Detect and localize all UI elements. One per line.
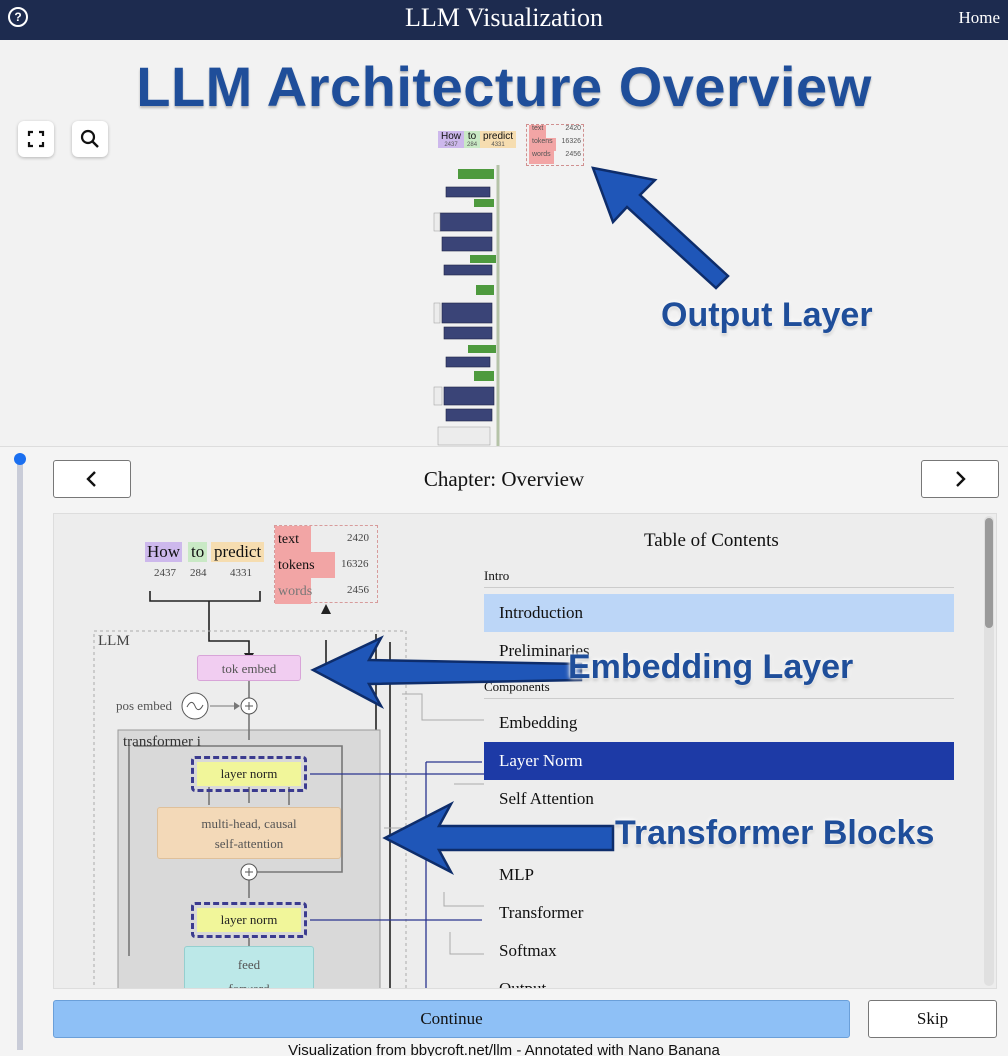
toc-divider	[484, 587, 954, 588]
prob-bar	[275, 526, 311, 552]
output-word: words	[278, 584, 313, 599]
output-prob: 16326	[341, 558, 369, 570]
home-link[interactable]: Home	[958, 8, 1000, 27]
toc-divider	[484, 698, 954, 699]
pos-embed-label: pos embed	[116, 698, 172, 713]
toc-item-softmax[interactable]: Softmax	[499, 941, 557, 960]
output-prob: 2420	[347, 532, 369, 544]
token-id: 2437	[154, 567, 176, 579]
token-word: How	[145, 542, 183, 562]
output-word: text	[278, 532, 299, 547]
prob-bar	[275, 578, 311, 604]
chapter-progress-rail[interactable]	[17, 460, 23, 1050]
chevron-right-icon	[956, 471, 966, 487]
toc-scrollbar[interactable]	[984, 516, 994, 986]
annotation-transformer-blocks: Transformer Blocks	[615, 814, 935, 852]
chapter-progress-indicator[interactable]	[14, 453, 26, 465]
transformer-label: transformer i	[123, 734, 201, 750]
prev-chapter-button[interactable]	[53, 460, 131, 498]
search-icon	[80, 129, 99, 148]
toc-title: Table of Contents	[644, 530, 779, 551]
output-word: tokens	[278, 558, 315, 573]
chapter-panel: Chapter: Overview	[0, 446, 1008, 1056]
next-chapter-button[interactable]	[921, 460, 999, 498]
layer-norm-label: layer norm	[197, 908, 301, 932]
app-header: ? LLM Visualization Home	[0, 0, 1008, 40]
attention-label-line1: multi-head, causal	[201, 816, 297, 831]
llm-label: LLM	[98, 633, 130, 649]
skip-button[interactable]: Skip	[868, 1000, 997, 1038]
search-button[interactable]	[72, 121, 108, 157]
prob-bar	[275, 552, 335, 578]
annotation-embedding-layer: Embedding Layer	[568, 648, 854, 686]
toc-item-introduction[interactable]: Introduction	[484, 594, 954, 632]
toc-item-preliminaries[interactable]: Preliminaries	[499, 641, 590, 660]
attention-label-line2: self-attention	[214, 836, 284, 851]
annotation-output-layer: Output Layer	[661, 296, 873, 334]
page-title: LLM Architecture Overview	[136, 55, 872, 118]
output-probabilities: text tokens words 2420 16326 2456	[274, 525, 378, 604]
embedding-arrow-icon	[310, 635, 583, 710]
toc-item-layer-norm[interactable]: Layer Norm	[484, 742, 954, 780]
feed-forward-block[interactable]: feed forward	[184, 946, 314, 989]
chevron-left-icon	[86, 471, 96, 487]
tok-embed-block[interactable]: tok embed	[197, 655, 301, 681]
continue-button[interactable]: Continue	[53, 1000, 850, 1038]
attention-block[interactable]: multi-head, causal self-attention	[157, 807, 341, 859]
app-title: LLM Visualization	[405, 3, 603, 32]
layer-norm-label: layer norm	[197, 762, 301, 786]
toc-item-self-attention[interactable]: Self Attention	[499, 789, 594, 808]
toc-item-output[interactable]: Output	[499, 979, 547, 989]
layer-norm-block[interactable]: layer norm	[191, 902, 307, 938]
feed-label-line1: feed	[237, 957, 261, 972]
toc-item-embedding[interactable]: Embedding	[499, 713, 578, 732]
token-word: to	[188, 542, 208, 562]
scrollbar-thumb[interactable]	[985, 518, 993, 628]
output-prob: 2456	[347, 584, 369, 596]
layer-norm-block[interactable]: layer norm	[191, 756, 307, 792]
toc-item-mlp[interactable]: MLP	[499, 865, 534, 884]
help-icon[interactable]: ?	[8, 7, 28, 27]
architecture-diagram-lines	[93, 591, 486, 988]
toc-section-intro: Intro	[484, 568, 510, 583]
model-3d-render	[433, 165, 500, 450]
fullscreen-button[interactable]	[18, 121, 54, 157]
token-id: 284	[190, 567, 207, 579]
chapter-title: Chapter: Overview	[423, 467, 585, 491]
feed-label-line2: forward	[228, 981, 270, 989]
toc-item-transformer[interactable]: Transformer	[499, 903, 584, 922]
fullscreen-icon	[27, 130, 45, 148]
content-panel[interactable]: How to predict 2437 284 4331 text tokens…	[53, 513, 997, 989]
token-id: 4331	[230, 567, 252, 579]
attribution-caption: Visualization from bbycroft.net/llm - An…	[288, 1042, 720, 1056]
transformer-arrow-icon	[382, 801, 615, 875]
output-arrow-icon	[591, 166, 730, 290]
token-word: predict	[211, 542, 265, 562]
